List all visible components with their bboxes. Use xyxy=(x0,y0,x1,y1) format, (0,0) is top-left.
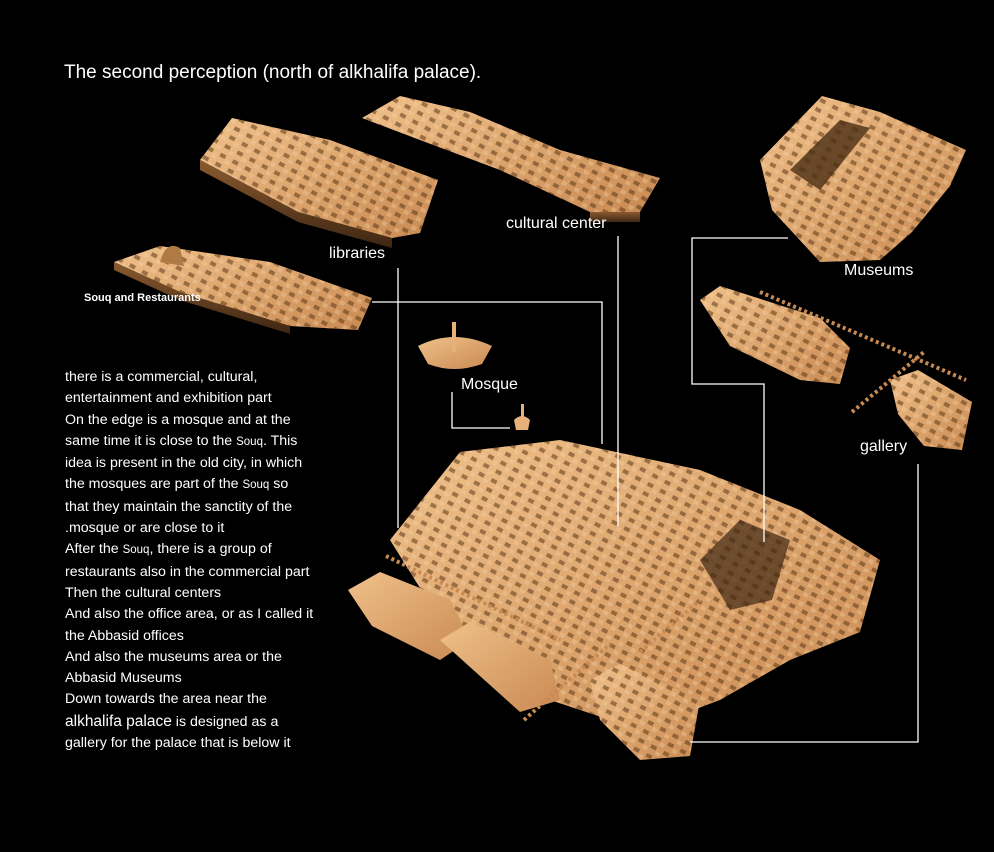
description-line: same time it is close to the Souq. This xyxy=(65,432,298,449)
museums-leader xyxy=(691,237,788,542)
description-text: there is a commercial, cultural, enterta… xyxy=(65,367,340,754)
description-line: Abbasid Museums xyxy=(65,670,182,687)
description-line: .mosque or are close to it xyxy=(65,520,225,537)
description-line: On the edge is a mosque and at the xyxy=(65,411,291,428)
description-line: Then the cultural centers xyxy=(65,584,222,601)
souq-model xyxy=(114,245,372,334)
description-line: And also the office area, or as I called… xyxy=(65,606,314,623)
cultural-center-label: cultural center xyxy=(506,215,607,232)
description-line: And also the museums area or the xyxy=(65,648,282,665)
museums-label: Museums xyxy=(844,262,914,279)
description-line: gallery for the palace that is below it xyxy=(65,735,291,752)
leader-lines xyxy=(372,236,919,743)
libraries-model xyxy=(200,118,438,248)
description-line: entertainment and exhibition part xyxy=(65,390,272,407)
description-line: the mosques are part of the Souq so xyxy=(65,476,289,493)
description-line: Down towards the area near the xyxy=(65,691,267,708)
main-complex-model xyxy=(348,440,880,760)
page-title: The second perception (north of alkhalif… xyxy=(64,62,482,83)
mosque-label: Mosque xyxy=(461,376,518,393)
mosque-leader xyxy=(451,392,510,429)
libraries-label: libraries xyxy=(329,245,386,262)
description-line: After the Souq, there is a group of xyxy=(65,541,272,558)
description-line: idea is present in the old city, in whic… xyxy=(65,455,303,472)
cultural-center-model xyxy=(362,96,660,222)
description-line: alkhalifa palace is designed as a xyxy=(65,712,279,730)
mosque-model xyxy=(418,322,530,430)
description-line: restaurants also in the commercial part xyxy=(65,563,310,580)
gallery-label: gallery xyxy=(860,438,908,455)
description-line: the Abbasid offices xyxy=(65,627,184,644)
description-line: there is a commercial, cultural, xyxy=(65,369,258,385)
souq-leader xyxy=(372,301,603,444)
description-line: that they maintain the sanctity of the xyxy=(65,498,293,515)
souq-label: Souq and Restaurants xyxy=(84,292,201,304)
gallery-leader xyxy=(690,464,919,743)
museums-model xyxy=(760,96,966,262)
gallery-model xyxy=(700,286,972,450)
